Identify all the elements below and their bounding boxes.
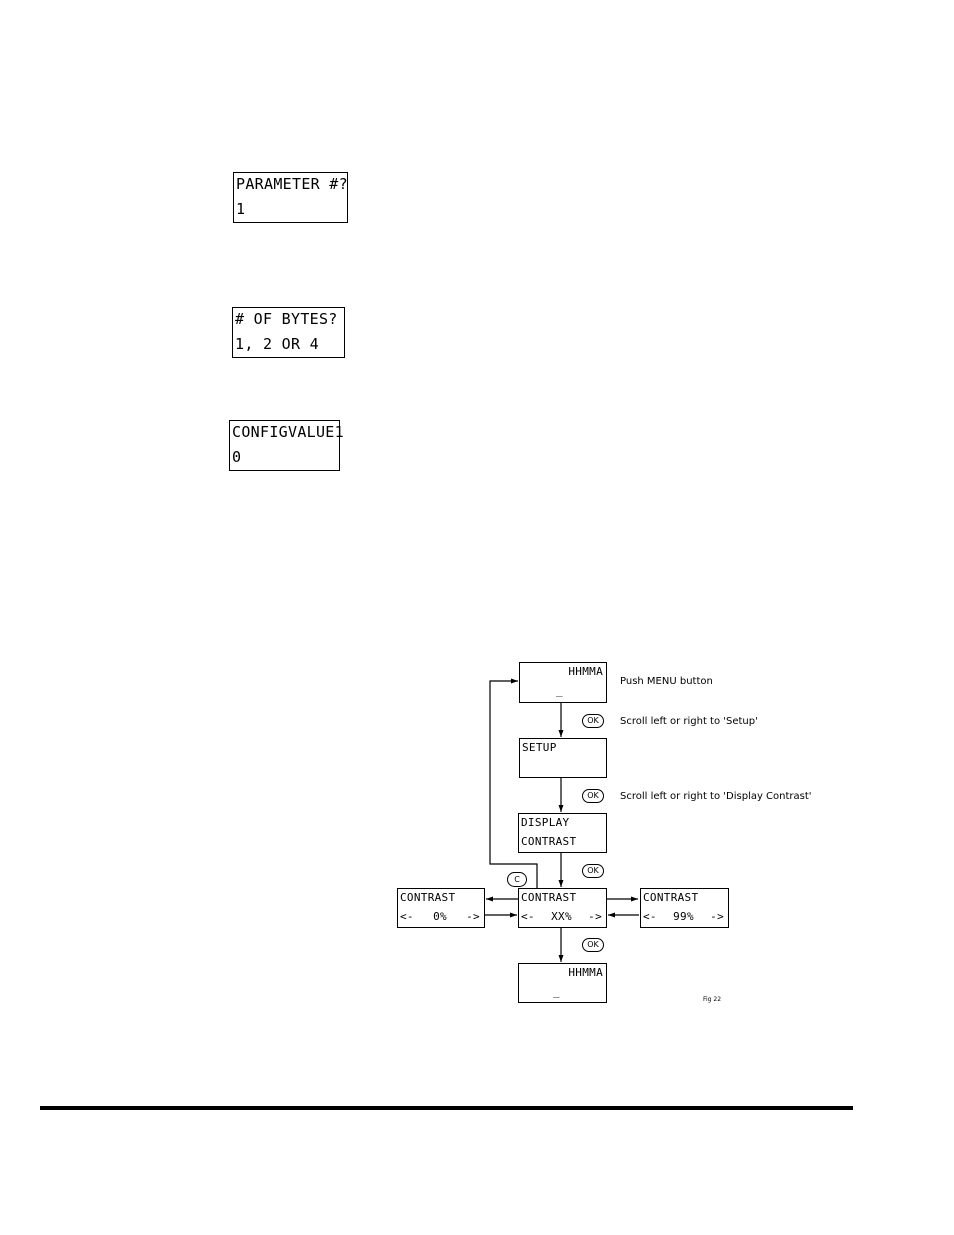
right-arrow-text: -> [466, 910, 480, 923]
ok-key-icon: OK [582, 938, 604, 952]
lcd-line-2: <- 99% -> [643, 910, 724, 923]
right-arrow-text: -> [710, 910, 724, 923]
ok-key-icon: OK [582, 714, 604, 728]
ok-key-icon: OK [582, 864, 604, 878]
ok-key-icon: OK [582, 789, 604, 803]
left-arrow-text: <- [521, 910, 535, 923]
lcd-line-2: <- XX% -> [521, 910, 602, 923]
lcd-contrast-min: CONTRAST <- 0% -> [397, 888, 485, 928]
contrast-value: XX% [551, 910, 572, 923]
note-scroll-setup: Scroll left or right to 'Setup' [620, 716, 758, 728]
lcd-line-1: CONTRAST [400, 891, 455, 904]
lcd-hhmma-end: HHMMA _ [518, 963, 607, 1003]
lcd-cursor: _ [553, 985, 560, 998]
lcd-line-1: SETUP [522, 741, 557, 754]
lcd-hhmma-start: HHMMA _ [519, 662, 607, 703]
note-scroll-contrast: Scroll left or right to 'Display Contras… [620, 791, 812, 803]
lcd-line-1: HHMMA [568, 966, 603, 979]
contrast-value: 99% [673, 910, 694, 923]
cancel-key-icon: C [507, 872, 527, 887]
lcd-contrast-max: CONTRAST <- 99% -> [640, 888, 729, 928]
lcd-line-1: DISPLAY [521, 816, 569, 829]
lcd-cursor: _ [556, 684, 563, 697]
note-push-menu: Push MENU button [620, 676, 713, 688]
figure-reference: Fig 22 [703, 996, 721, 1003]
lcd-line-2: CONTRAST [521, 835, 576, 848]
left-arrow-text: <- [400, 910, 414, 923]
lcd-line-1: HHMMA [568, 665, 603, 678]
lcd-setup: SETUP [519, 738, 607, 778]
lcd-line-1: CONTRAST [521, 891, 576, 904]
lcd-line-1: CONTRAST [643, 891, 698, 904]
lcd-line-2: <- 0% -> [400, 910, 480, 923]
right-arrow-text: -> [588, 910, 602, 923]
left-arrow-text: <- [643, 910, 657, 923]
lcd-display-contrast: DISPLAY CONTRAST [518, 813, 607, 853]
contrast-value: 0% [433, 910, 447, 923]
page-footer-rule [40, 1106, 853, 1110]
arrow-cancel-return [490, 681, 537, 888]
lcd-contrast-adjust: CONTRAST <- XX% -> [518, 888, 607, 928]
